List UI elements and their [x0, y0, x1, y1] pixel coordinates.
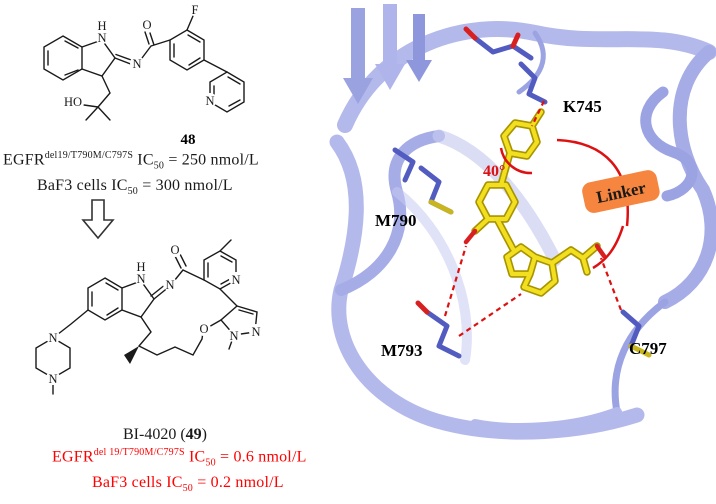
text-run: = 0.6 nmol/L	[215, 448, 307, 466]
nh-hydrogen-label: H	[97, 19, 106, 33]
down-arrow-icon	[81, 199, 115, 240]
compound48-number: 48	[181, 132, 196, 148]
piperazine-n-top-label: N	[48, 331, 57, 345]
text-run: )	[201, 426, 207, 443]
amide-nitrogen-label: N	[132, 57, 141, 71]
stereo-wedge-bond	[124, 346, 139, 364]
residue-label-k745: K745	[563, 97, 602, 116]
text-run: IC	[133, 151, 154, 169]
ic50-subscript: 50	[153, 160, 165, 172]
linker-badge-box	[582, 170, 660, 213]
residue-label-m790: M790	[375, 211, 417, 230]
dihedral-angle-label: 40°	[483, 163, 505, 180]
nh-nitrogen-label: N	[136, 272, 145, 286]
hydrogen-bond-dashes	[443, 100, 623, 337]
compound48-atom-masks	[62, 4, 217, 113]
residue-sticks	[392, 26, 652, 359]
pyridine-nitrogen-label: N	[205, 94, 214, 108]
compound49-structure: H N N O N N N O N N	[35, 239, 263, 395]
text-run: BaF3 cells IC	[92, 474, 183, 491]
text-run: EGFR	[3, 151, 45, 169]
compound48-baf3-potency: BaF3 cells IC50 = 300 nmol/L	[37, 177, 233, 197]
carbonyl-oxygen-label: O	[170, 243, 179, 257]
fluorine-label: F	[192, 3, 199, 17]
piperazine-n-bottom-label: N	[48, 372, 57, 386]
mutation-superscript: del19/T790M/C797S	[44, 150, 134, 161]
pyridine-nitrogen-label: N	[231, 273, 240, 287]
ligand-sticks	[463, 112, 607, 293]
compound49-atom-labels: H N N O N N N O N N	[48, 243, 260, 386]
residue-label-m793: M793	[381, 341, 423, 360]
compound49-baf3-potency: BaF3 cells IC50 = 0.2 nmol/L	[92, 474, 284, 494]
ic50-subscript: 50	[205, 457, 216, 469]
text-run: BI-4020 (	[123, 426, 186, 443]
compound49-name: BI-4020 (49)	[10, 426, 320, 444]
compound48-egfr-potency: EGFRdel19/T790M/C797S IC50 = 250 nmol/L	[3, 150, 259, 172]
text-run: BaF3 cells IC	[37, 177, 128, 194]
mutation-superscript: del 19/T790M/C797S	[93, 447, 185, 458]
residue-label-c797: C797	[629, 339, 667, 358]
compound49-atom-masks	[46, 243, 263, 385]
ether-oxygen-label: O	[199, 322, 208, 336]
pyrazole-n1-label: N	[229, 329, 238, 343]
nh-nitrogen-label: N	[97, 31, 106, 45]
compound48-structure: H N N O F N HO 48	[43, 3, 245, 148]
carbonyl-oxygen-label: O	[142, 18, 151, 32]
nh-hydrogen-label: H	[136, 260, 145, 274]
amide-nitrogen-label: N	[165, 278, 174, 292]
text-run: EGFR	[52, 448, 94, 466]
text-run: = 300 nmol/L	[138, 177, 233, 194]
ic50-subscript: 50	[127, 186, 138, 198]
compound48-atom-labels: H N N O F N HO 48	[64, 3, 215, 148]
red-arc-annotations	[499, 138, 630, 270]
pyrazole-n2-label: N	[251, 325, 260, 339]
optimization-arrow	[81, 199, 115, 240]
ic50-subscript: 50	[182, 483, 193, 495]
text-run: = 0.2 nmol/L	[193, 474, 284, 491]
beta-strand-arrows	[343, 4, 432, 104]
protein-binding-site-panel: Linker K745 M790 M793 C797 40°	[329, 4, 716, 440]
text-run: = 250 nmol/L	[164, 151, 259, 169]
linker-badge: Linker	[582, 170, 660, 213]
hydroxyl-label: HO	[64, 95, 82, 109]
compound49-bonds	[35, 239, 258, 395]
text-run: IC	[184, 448, 206, 466]
ribbon-cartoon	[329, 21, 716, 440]
residue-labels: K745 M790 M793 C797 40°	[375, 97, 667, 360]
compound49-egfr-potency: EGFRdel 19/T790M/C797S IC50 = 0.6 nmol/L	[52, 447, 307, 469]
compound49-number: 49	[185, 426, 202, 443]
